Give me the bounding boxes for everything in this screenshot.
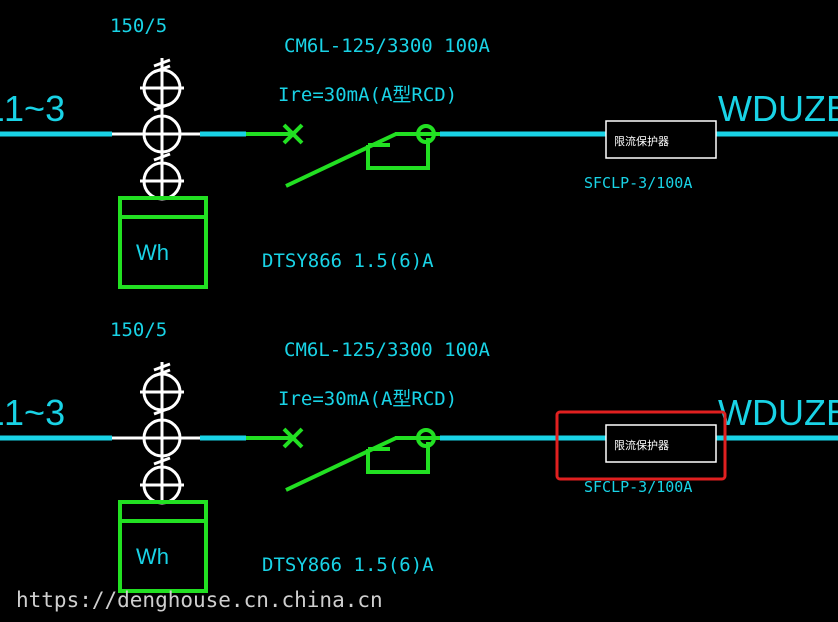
meter-label: Wh <box>136 544 169 569</box>
current-transformer <box>140 58 184 201</box>
rcd-rating-label: Ire=30mA(A型RCD) <box>278 388 457 410</box>
breaker-model-label: CM6L-125/3300 100A <box>284 339 490 361</box>
protector-name: 限流保护器 <box>614 438 669 452</box>
current-transformer <box>140 362 184 505</box>
watt-hour-meter: Wh <box>118 196 208 289</box>
right-cable-label: WDUZB-Y <box>718 392 838 433</box>
rcd-breaker <box>282 427 436 492</box>
breaker-model-label: CM6L-125/3300 100A <box>284 35 490 57</box>
meter-model-label: DTSY866 1.5(6)A <box>262 250 434 272</box>
ct-ratio-label: 150/5 <box>110 319 167 341</box>
meter-label: Wh <box>136 240 169 265</box>
right-cable-label: WDUZB-Y <box>718 88 838 129</box>
protector-model-label: SFCLP-3/100A <box>584 174 692 192</box>
protector-model-label: SFCLP-3/100A <box>584 478 692 496</box>
meter-model-label: DTSY866 1.5(6)A <box>262 554 434 576</box>
protector-box: 限流保护器 <box>605 424 717 463</box>
left-circuit-label: L1~3 <box>0 392 65 433</box>
rcd-rating-label: Ire=30mA(A型RCD) <box>278 84 457 106</box>
highlight-box <box>555 410 727 481</box>
rcd-breaker <box>282 123 436 188</box>
circuit-2: Wh 限流保护器 150/5 CM6L-125/3300 100A Ire=30… <box>0 319 838 593</box>
left-circuit-label: L1~3 <box>0 88 65 129</box>
watt-hour-meter: Wh <box>118 500 208 593</box>
protector-name: 限流保护器 <box>614 134 669 148</box>
ct-ratio-label: 150/5 <box>110 15 167 37</box>
circuit-1: Wh 限流保护器 150/5 CM6L-125/3300 100A Ire=30… <box>0 15 838 289</box>
protector-box: 限流保护器 <box>605 120 717 159</box>
watermark: https://denghouse.cn.china.cn <box>16 588 383 612</box>
